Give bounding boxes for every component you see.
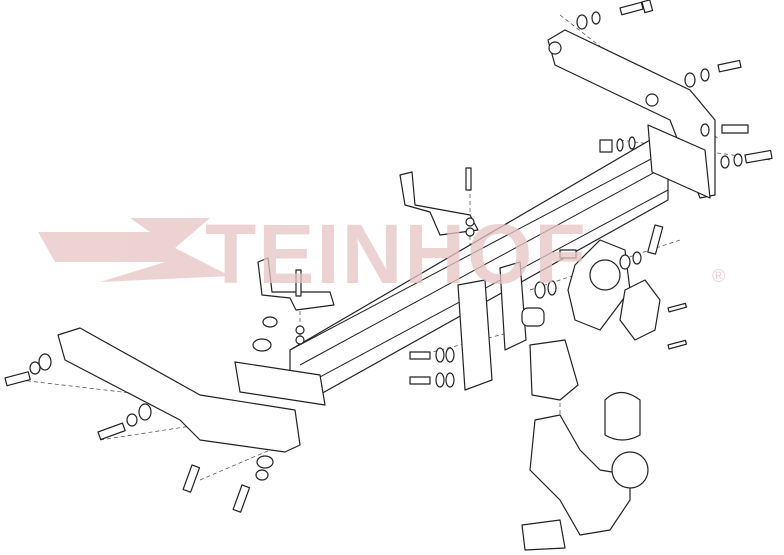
bolt [619,0,654,16]
bolt [721,124,749,134]
lock-clip [521,519,566,551]
neck-mounting-plate-right [499,261,527,351]
swivel-hub [589,259,621,291]
tow-ball [611,451,649,489]
bolt [744,149,773,164]
bolts [4,0,773,513]
bolt [295,269,302,297]
right-end-plate [647,124,711,199]
lock-housing [529,339,579,401]
tow-ball-cap [604,391,641,441]
bolt [232,484,251,513]
bolt [667,339,688,350]
bolt [182,464,201,493]
tow-ball-neck [529,414,631,536]
bolt [667,302,688,313]
bolt [97,422,126,441]
watermark-text: TEINHOF [205,207,588,301]
left-side-bracket [57,327,301,453]
bolt [647,224,664,255]
spacer-sleeve [521,307,545,327]
left-end-plate [234,361,326,406]
electrical-socket [619,279,661,341]
bolt [559,249,577,259]
bolt [465,167,472,191]
watermark-registered-mark: ® [712,266,725,286]
center-upper-bracket [399,171,479,236]
washers-and-nuts [29,11,743,481]
neck-mounting-plate-left [457,279,493,391]
watermark-s-swoosh [38,218,230,282]
right-side-bracket [547,29,716,199]
steinhof-watermark-logo: TEINHOF ® [38,207,725,301]
bolt [409,351,431,360]
bolt [4,371,31,387]
center-lower-bracket [257,257,335,311]
bolt [409,376,431,385]
bolt [717,59,742,73]
